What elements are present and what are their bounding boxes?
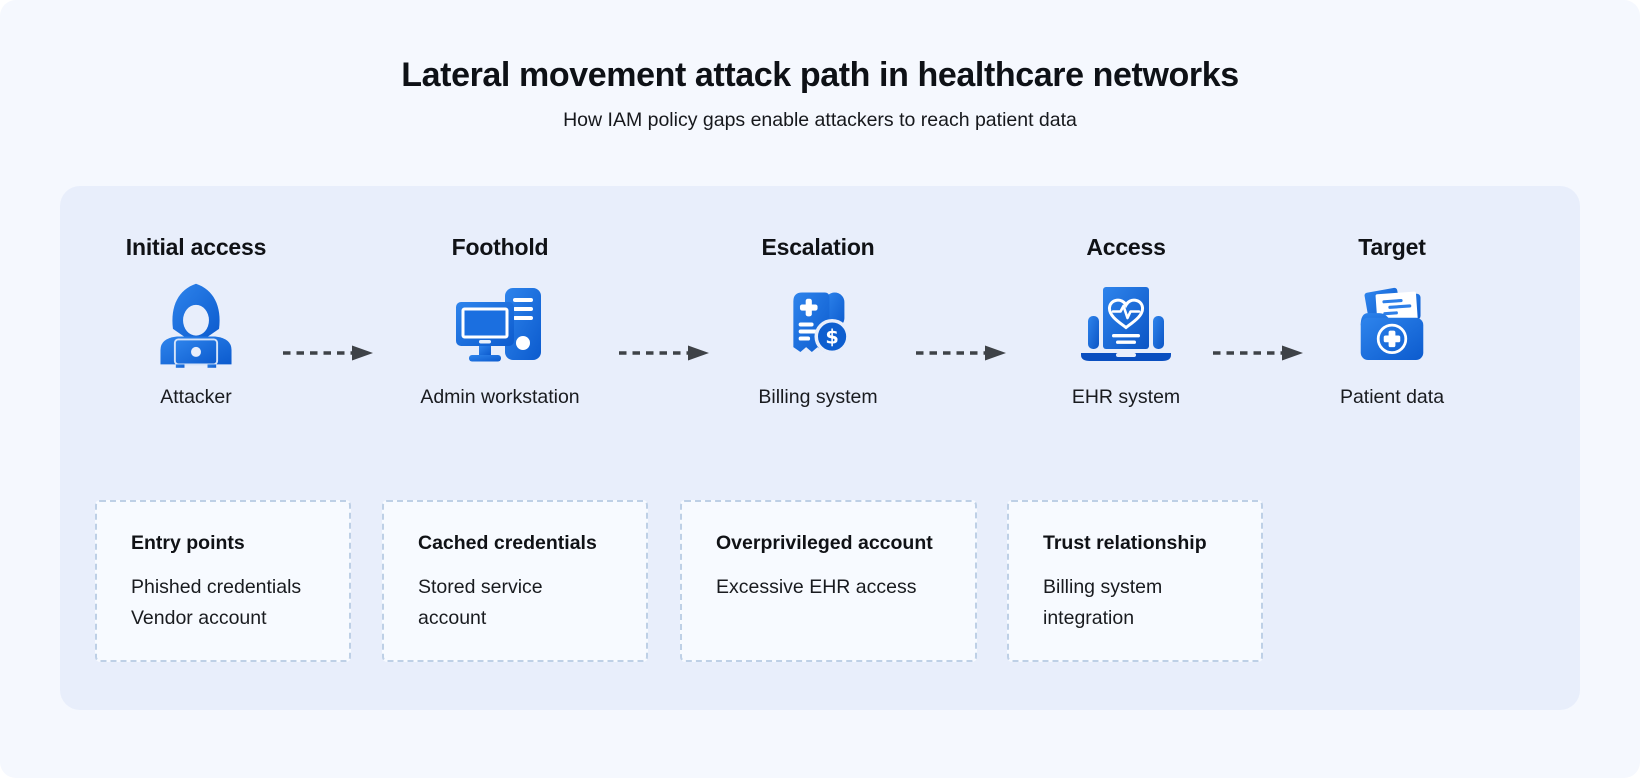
note-title: Overprivileged account xyxy=(716,532,933,554)
note-item: Excessive EHR access xyxy=(716,576,917,598)
stage-initial-access: Initial access Attacke xyxy=(76,232,316,409)
stage-title: Access xyxy=(1086,234,1166,260)
attack-path-panel: Initial access Attacke xyxy=(60,186,1580,710)
stage-title: Target xyxy=(1358,234,1426,260)
note-trust-relationship: Trust relationship Billing system integr… xyxy=(1007,500,1263,662)
ehr-laptop-icon xyxy=(1006,280,1246,372)
flow-arrow-icon xyxy=(616,342,712,364)
workstation-icon xyxy=(380,280,620,372)
note-item: Phished credentials xyxy=(131,576,302,598)
stage-escalation: Escalation $ xyxy=(698,232,938,409)
stage-label: Billing system xyxy=(758,386,878,408)
page-subtitle: How IAM policy gaps enable attackers to … xyxy=(563,109,1077,131)
stage-title: Escalation xyxy=(761,234,875,260)
flow-arrow-icon xyxy=(1210,342,1306,364)
stage-target: Target xyxy=(1272,232,1512,409)
medical-billing-icon: $ xyxy=(698,280,938,372)
stage-label: EHR system xyxy=(1071,386,1181,408)
note-item: Vendor account xyxy=(131,607,267,629)
stage-label: Attacker xyxy=(160,386,232,408)
note-title: Cached credentials xyxy=(418,532,597,554)
patient-data-folder-icon xyxy=(1272,280,1512,372)
stage-foothold: Foothold xyxy=(380,232,620,409)
stage-title: Foothold xyxy=(451,234,549,260)
stage-label: Patient data xyxy=(1339,386,1445,408)
hacker-icon xyxy=(76,280,316,372)
note-entry-points: Entry points Phished credentials Vendor … xyxy=(95,500,351,662)
note-item: Billing system integration xyxy=(1043,576,1163,629)
note-title: Entry points xyxy=(131,532,245,554)
note-overprivileged-account: Overprivileged account Excessive EHR acc… xyxy=(680,500,977,662)
stage-label: Admin workstation xyxy=(420,386,580,408)
stage-access: Access xyxy=(1006,232,1246,409)
note-item: Stored service account xyxy=(418,576,543,629)
stage-title: Initial access xyxy=(125,234,267,260)
note-cached-credentials: Cached credentials Stored service accoun… xyxy=(382,500,648,662)
dollar-glyph: $ xyxy=(825,326,838,349)
note-title: Trust relationship xyxy=(1043,532,1207,554)
page-title: Lateral movement attack path in healthca… xyxy=(401,56,1239,94)
flow-arrow-icon xyxy=(913,342,1009,364)
flow-arrow-icon xyxy=(280,342,376,364)
